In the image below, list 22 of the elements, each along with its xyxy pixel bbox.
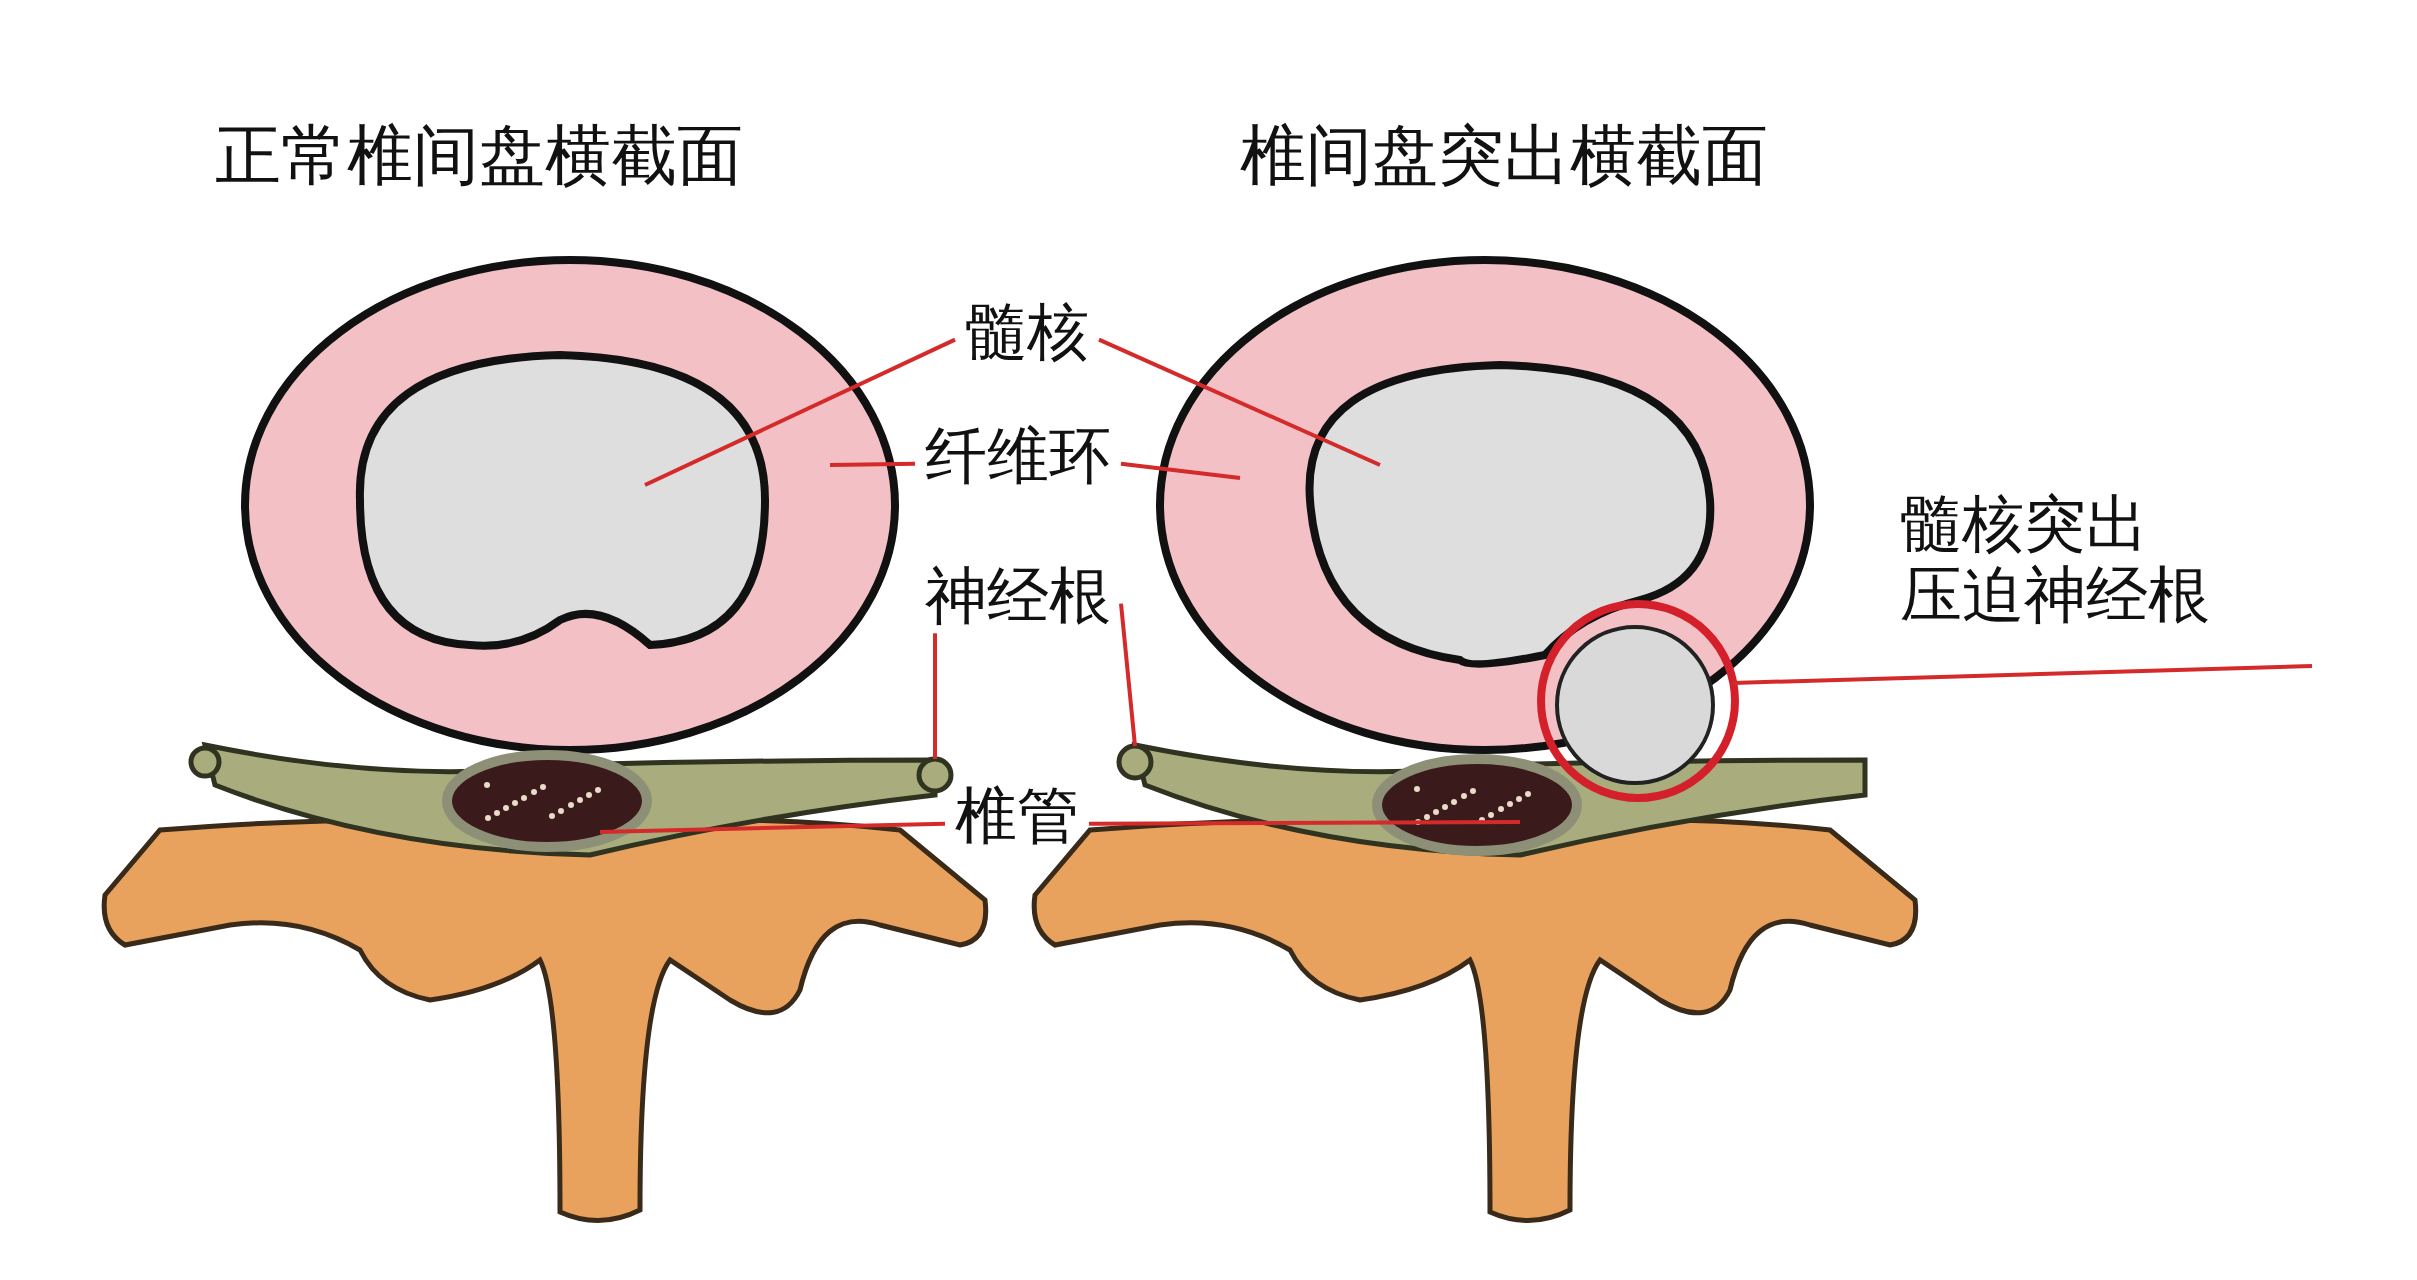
nucleus-region xyxy=(356,351,769,650)
annulus-ring xyxy=(1156,256,1814,754)
callout-label: 椎管 xyxy=(955,780,1079,852)
leader-line xyxy=(1732,664,2313,685)
leader-line xyxy=(933,633,937,759)
callout-label: 髓核 xyxy=(965,296,1089,368)
annulus-ring xyxy=(241,256,899,754)
panel-title: 椎间盘突出横截面 xyxy=(1240,118,1768,194)
herniation-circle xyxy=(1537,600,1739,802)
leader-line xyxy=(599,821,946,834)
leader-line xyxy=(1119,603,1137,747)
leader-line xyxy=(1089,820,1520,826)
spinal-canal xyxy=(442,750,652,852)
panel-title: 正常椎间盘横截面 xyxy=(215,118,743,194)
nerve-root xyxy=(1116,743,1154,781)
nerve-root xyxy=(916,756,954,794)
callout-label: 神经根 xyxy=(925,560,1111,632)
leader-line xyxy=(1098,337,1381,467)
nucleus-region xyxy=(1305,361,1715,668)
callout-label: 髓核突出 压迫神经根 xyxy=(1900,488,2210,631)
callout-label: 纤维环 xyxy=(925,420,1111,492)
leader-line xyxy=(644,337,956,487)
